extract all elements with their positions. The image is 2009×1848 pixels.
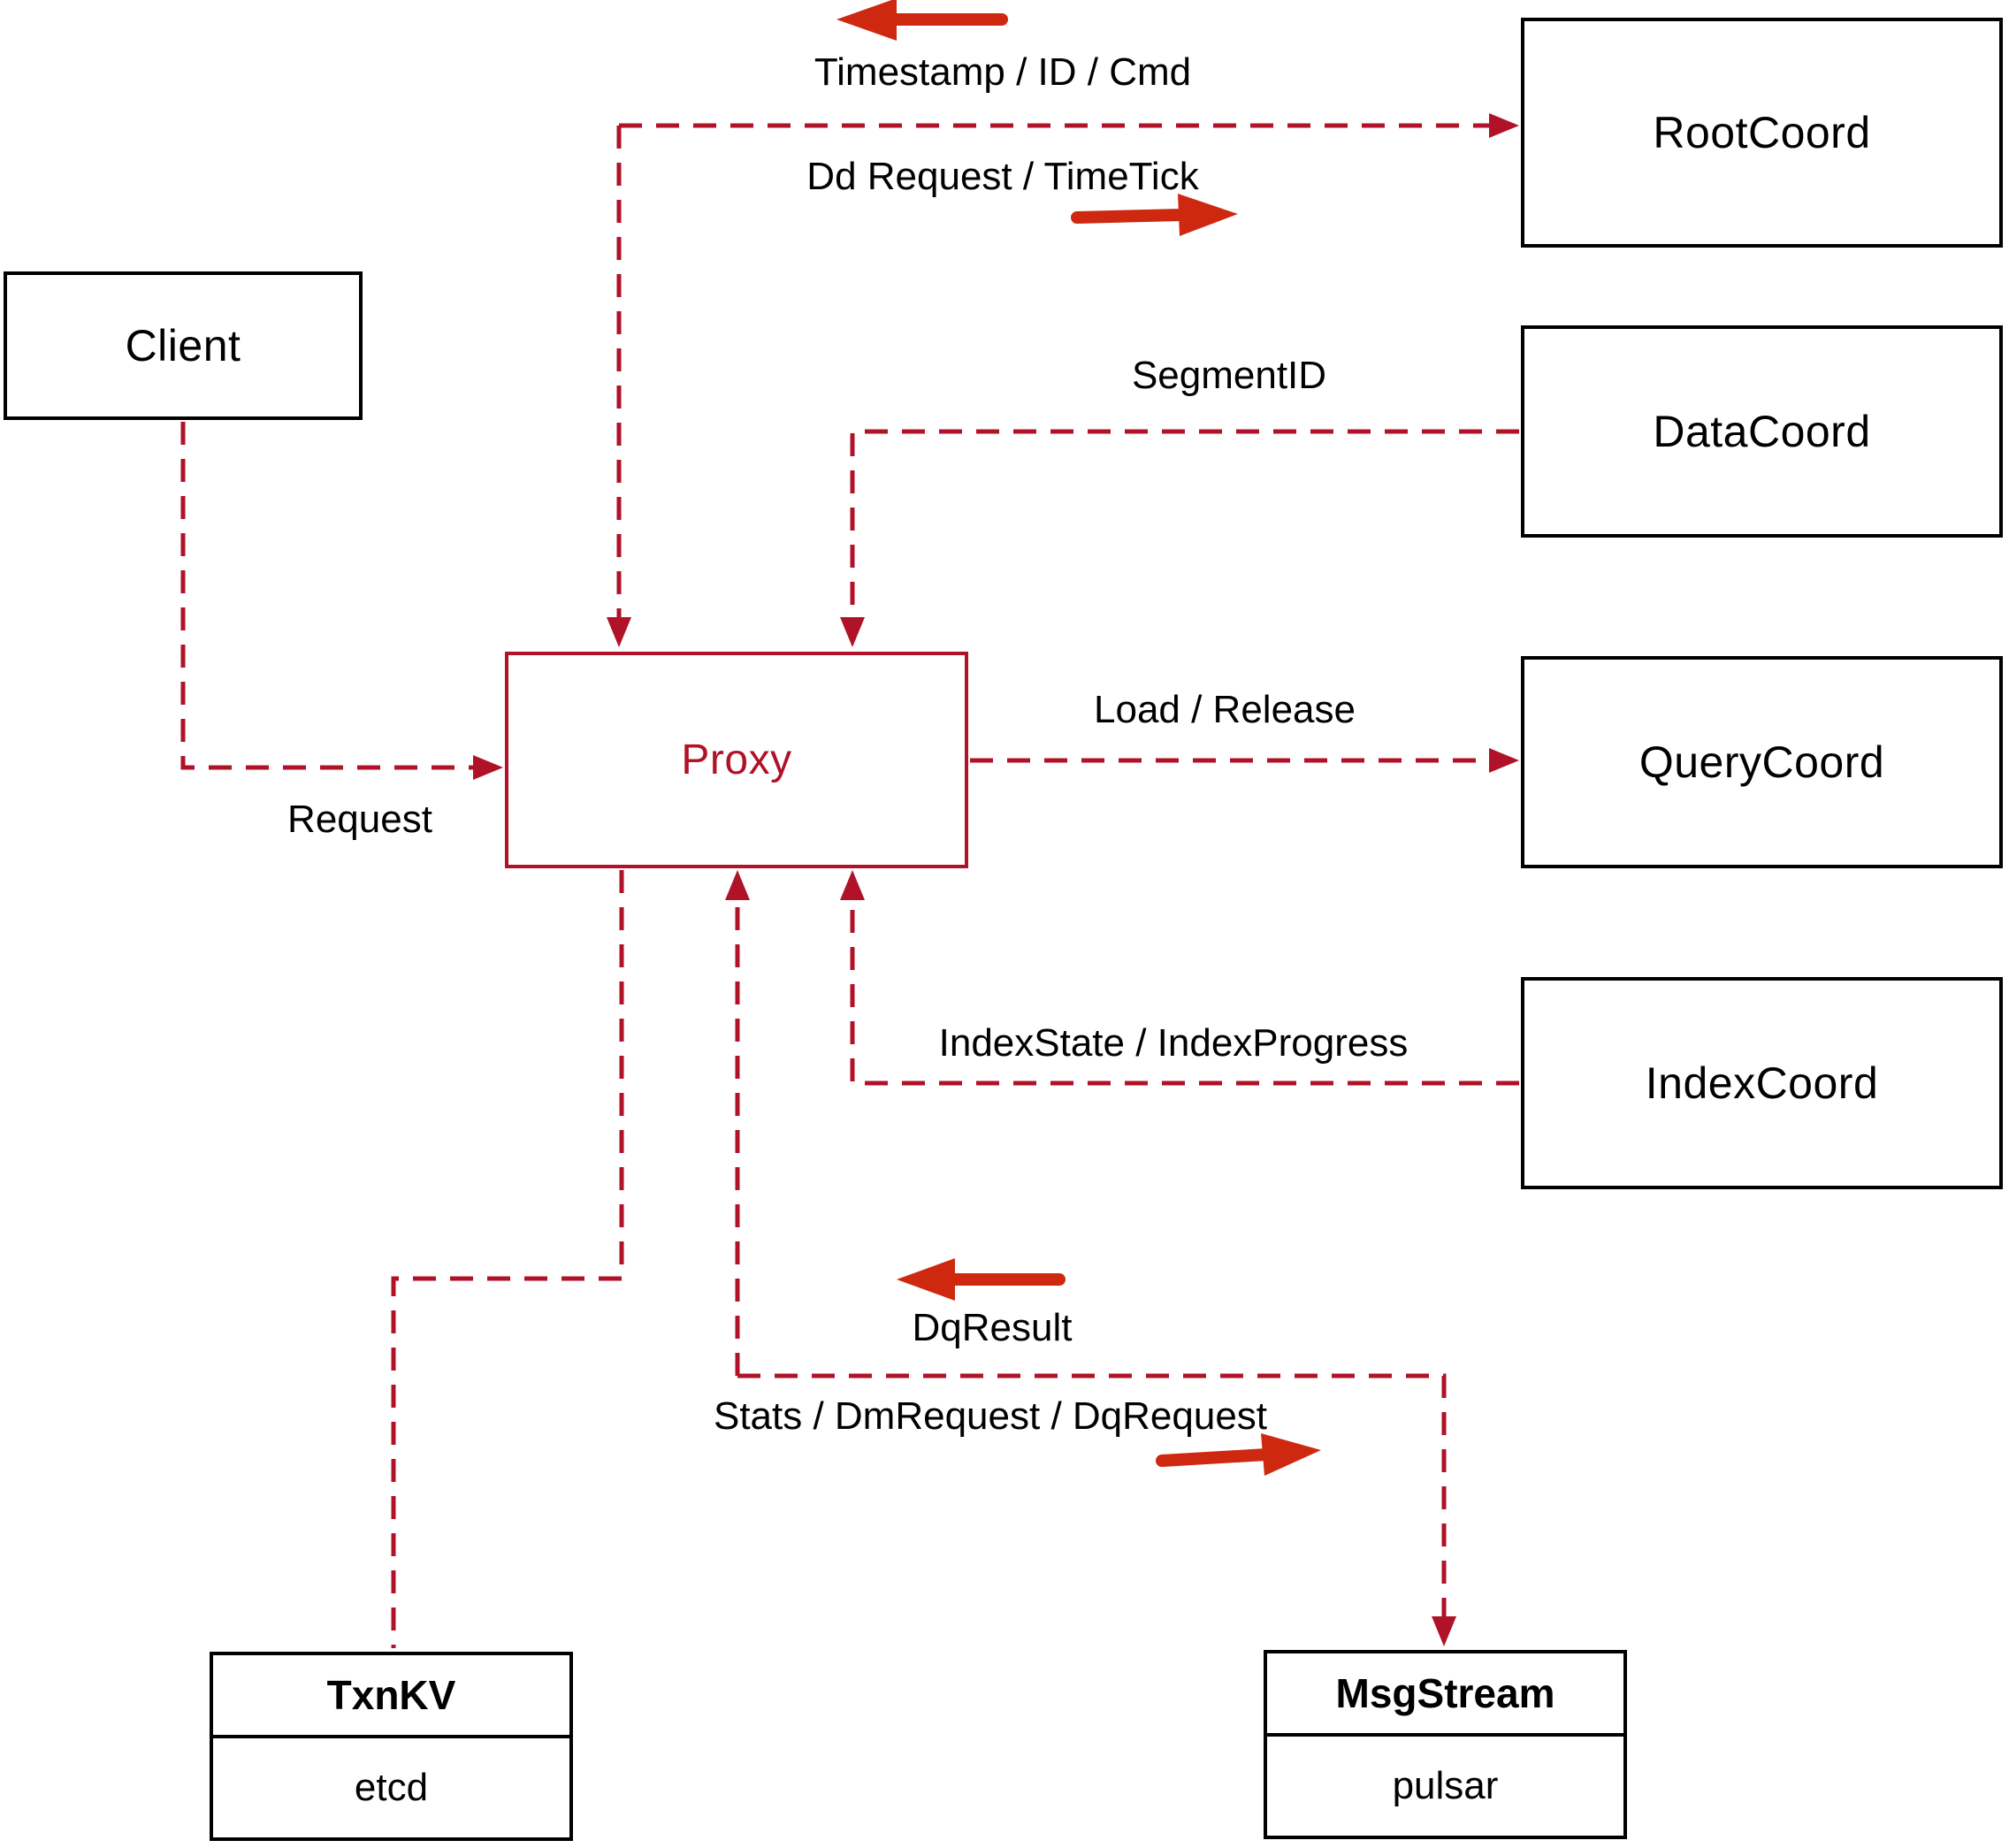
node-datacoord-label: DataCoord (1653, 407, 1871, 456)
edge-label-index-state-progress: IndexState / IndexProgress (938, 1021, 1409, 1065)
edge-label-stats-dm-dq: Stats / DmRequest / DqRequest (713, 1394, 1268, 1438)
edge-label-segment-id: SegmentID (1131, 354, 1327, 397)
edge-label-dq-result: DqResult (912, 1306, 1073, 1349)
edge-indexcoord-proxy (840, 870, 1519, 1086)
dq-result-direction-arrow (897, 1258, 1066, 1301)
edge-proxy-txnkv (391, 870, 624, 1648)
node-client: Client (4, 271, 363, 420)
node-indexcoord: IndexCoord (1521, 977, 2003, 1189)
node-indexcoord-label: IndexCoord (1645, 1058, 1879, 1108)
node-client-label: Client (125, 321, 241, 370)
edge-client-proxy (180, 422, 503, 780)
node-msgstream: MsgStream pulsar (1264, 1650, 1627, 1839)
node-msgstream-subtitle: pulsar (1392, 1764, 1499, 1807)
node-txnkv-subtitle: etcd (354, 1766, 429, 1809)
edge-proxy-msgstream (737, 1373, 1456, 1646)
timestamp-direction-arrow (836, 0, 1008, 41)
node-rootcoord: RootCoord (1521, 18, 2003, 248)
node-querycoord: QueryCoord (1521, 656, 2003, 868)
edge-label-timestamp-id-cmd: Timestamp / ID / Cmd (814, 50, 1192, 94)
node-txnkv-title: TxnKV (213, 1655, 569, 1738)
stats-direction-arrow (1156, 1433, 1321, 1476)
node-proxy-label: Proxy (681, 737, 792, 783)
node-querycoord-label: QueryCoord (1639, 737, 1885, 787)
edge-datacoord-proxy (840, 429, 1519, 647)
node-datacoord: DataCoord (1521, 325, 2003, 538)
edge-label-request: Request (287, 798, 432, 841)
node-txnkv: TxnKV etcd (210, 1652, 573, 1841)
node-rootcoord-label: RootCoord (1653, 108, 1871, 157)
edge-label-dd-request-timetick: Dd Request / TimeTick (806, 155, 1199, 198)
dd-request-direction-arrow (1071, 194, 1238, 236)
node-proxy: Proxy (505, 652, 968, 868)
edge-label-load-release: Load / Release (1094, 688, 1356, 731)
node-msgstream-title: MsgStream (1267, 1653, 1623, 1737)
